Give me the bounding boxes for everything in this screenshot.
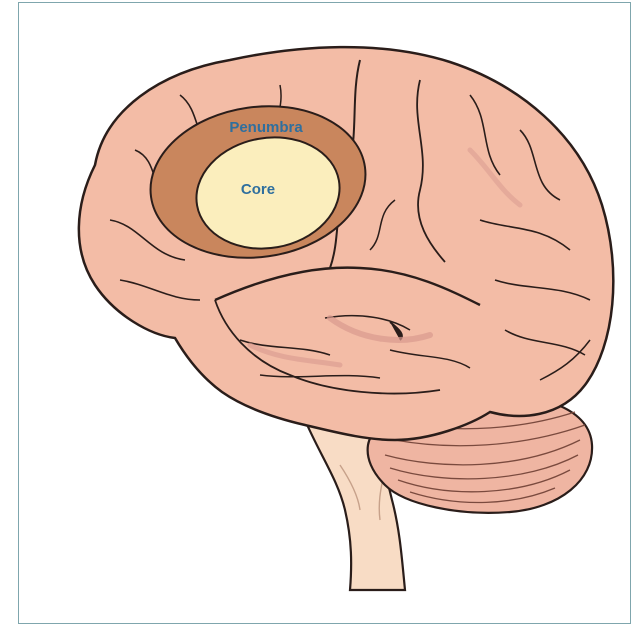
core-label: Core bbox=[241, 181, 275, 198]
penumbra-label: Penumbra bbox=[229, 119, 303, 136]
cerebrum bbox=[79, 47, 613, 440]
